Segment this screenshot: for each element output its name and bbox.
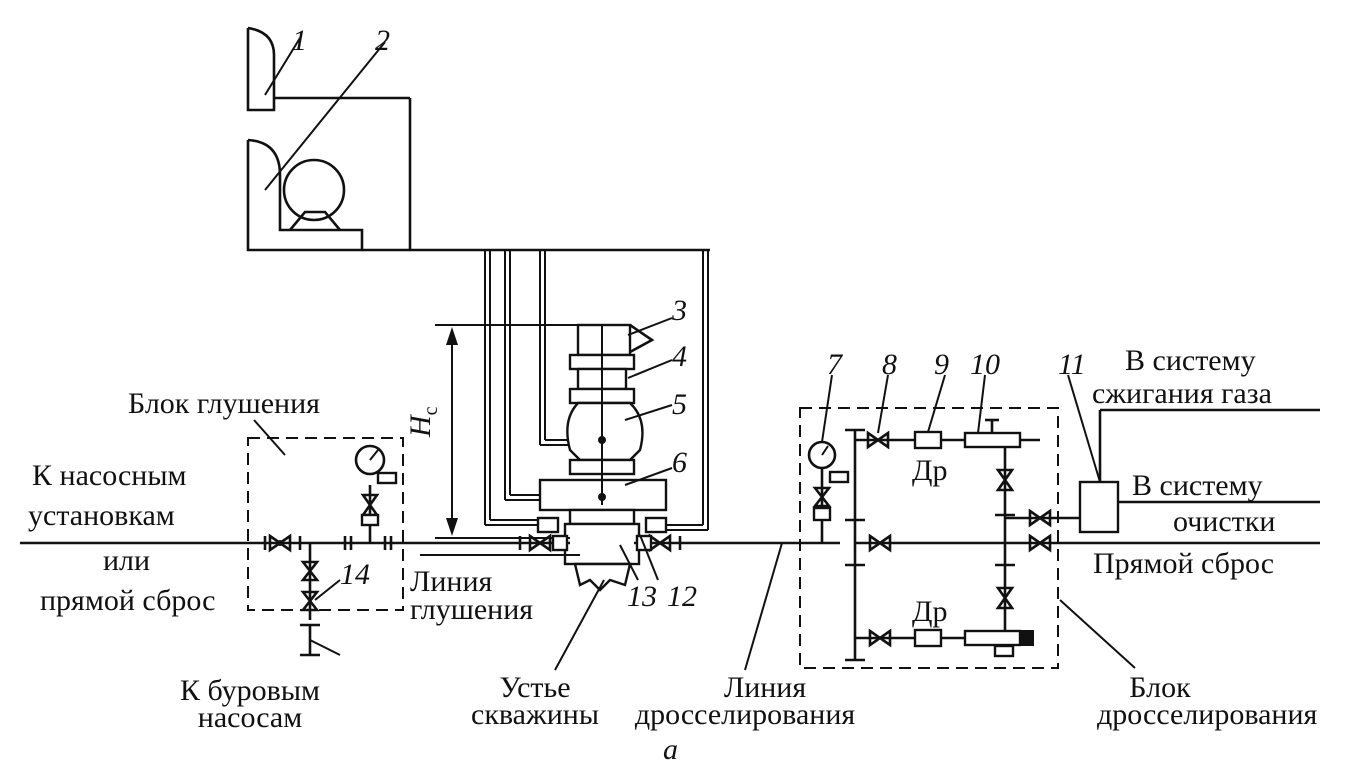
- callout-8: 8: [882, 348, 897, 381]
- cleaning-label-1: В систему: [1132, 469, 1263, 502]
- choke-line-label-1: Линия: [723, 671, 807, 704]
- to-mud-pumps-label-2: насосам: [197, 701, 303, 734]
- choke-block-frame: [799, 407, 1059, 669]
- direct-dump-left-label: прямой сброс: [40, 584, 216, 617]
- callout-3: 3: [672, 294, 687, 327]
- leader-lines: [253, 37, 1136, 671]
- callout-11: 11: [1058, 348, 1086, 381]
- kill-line-label-1: Линия: [410, 565, 493, 598]
- choke-upper-label: Др: [912, 454, 948, 487]
- gas-separator: [1078, 408, 1320, 534]
- choke-line-label-2: дросселирования: [634, 698, 856, 731]
- kill-block-valves: [263, 444, 398, 657]
- to-pumps-label-1: К насосным: [32, 459, 187, 492]
- hydraulic-pump-station: [246, 98, 710, 252]
- callout-7: 7: [827, 348, 842, 381]
- callout-12: 12: [667, 580, 697, 613]
- callout-14: 14: [340, 558, 370, 591]
- callout-6: 6: [672, 446, 687, 479]
- height-label: Hс: [404, 406, 442, 437]
- direct-dump-right-label: Прямой сброс: [1093, 547, 1275, 580]
- figure-letter: а: [663, 733, 678, 766]
- remote-control-panel: [246, 26, 410, 112]
- wellhead-label-2: скважины: [471, 698, 599, 731]
- bop-stack: [536, 323, 668, 592]
- to-pumps-label-2: установкам: [28, 499, 175, 532]
- choke-block-label-1: Блок: [1129, 671, 1191, 704]
- choke-block-label-2: дросселирования: [1097, 698, 1318, 731]
- kill-block-label: Блок глушения: [128, 387, 320, 420]
- callout-5: 5: [672, 388, 687, 421]
- callout-4: 4: [672, 340, 687, 373]
- callout-2: 2: [375, 24, 390, 57]
- callout-9: 9: [934, 348, 949, 381]
- choke-lower-label: Др: [912, 595, 948, 628]
- gas-flare-label-1: В систему: [1125, 344, 1256, 377]
- gas-flare-label-2: сжигания газа: [1092, 377, 1272, 410]
- or-label: или: [103, 544, 151, 577]
- choke-manifold: [807, 418, 1080, 662]
- kill-block-frame: [247, 437, 404, 611]
- cleaning-label-2: очистки: [1173, 505, 1276, 538]
- wellhead-valves: [420, 533, 682, 556]
- callout-13: 13: [627, 580, 657, 613]
- wellhead-label-1: Устье: [499, 671, 571, 704]
- callout-1: 1: [292, 24, 307, 57]
- callout-10: 10: [970, 348, 1000, 381]
- to-mud-pumps-label-1: К буровым: [180, 674, 320, 707]
- kill-line-label-2: глушения: [410, 593, 534, 626]
